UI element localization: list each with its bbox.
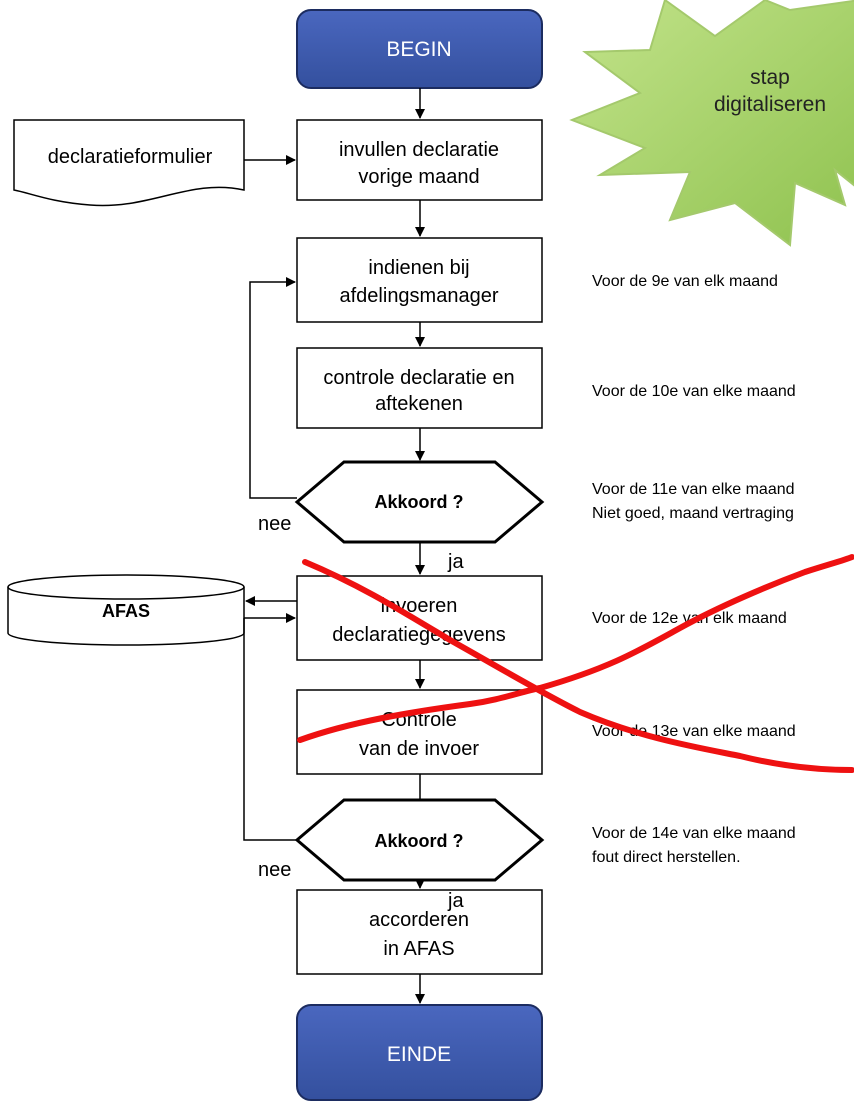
decision2-yes-label: ja — [447, 890, 464, 912]
end-label: EINDE — [387, 1043, 451, 1066]
step6-line1: accorderen — [369, 909, 469, 931]
step1-line2: vorige maand — [358, 166, 479, 188]
decision2-label: Akkoord ? — [374, 831, 463, 851]
step-check-sign: controle declaratie en aftekenen — [296, 347, 543, 429]
note-10th: Voor de 10e van elke maand — [592, 383, 796, 400]
note-fix: fout direct herstellen. — [592, 849, 741, 866]
step3-line2: aftekenen — [375, 393, 463, 415]
line-decision2-no — [243, 618, 297, 841]
step-approve-afas: accorderen in AFAS — [296, 889, 543, 975]
document-shape: declaratieformulier — [13, 119, 245, 207]
connectors — [243, 88, 425, 1004]
step-enter-data: invoeren declaratiegegevens — [296, 575, 543, 661]
step-fill-declaration: invullen declaratie vorige maand — [296, 119, 543, 201]
arrow-decision1-no — [249, 277, 297, 499]
note-12th: Voor de 12e van elk maand — [592, 610, 787, 627]
start-terminal: BEGIN — [296, 9, 543, 89]
step-submit-manager: indienen bij afdelingsmanager — [296, 237, 543, 323]
red-stroke-rising — [297, 554, 854, 743]
step2-line1: indienen bij — [368, 257, 469, 279]
end-terminal: EINDE — [296, 1004, 543, 1101]
star-label-line1: stap — [750, 66, 790, 89]
red-cross-out — [297, 554, 854, 773]
notes: Voor de 9e van elk maand Voor de 10e van… — [592, 273, 796, 866]
step5-line2: van de invoer — [359, 738, 479, 760]
database-shape: AFAS — [7, 574, 245, 646]
decision-approved-2: Akkoord ? — [294, 798, 545, 882]
decision2-no-label: nee — [258, 859, 291, 881]
step2-line2: afdelingsmanager — [340, 285, 499, 307]
step1-line1: invullen declaratie — [339, 139, 499, 161]
step3-line1: controle declaratie en — [323, 367, 514, 389]
note-11th: Voor de 11e van elke maand — [592, 481, 795, 498]
digitize-star: stap digitaliseren — [569, 0, 854, 247]
step4-line2: declaratiegegevens — [332, 624, 505, 646]
database-label: AFAS — [102, 601, 150, 621]
note-9th: Voor de 9e van elk maand — [592, 273, 778, 290]
decision-approved-1: Akkoord ? — [294, 460, 545, 544]
step6-line2: in AFAS — [383, 938, 454, 960]
decision1-label: Akkoord ? — [374, 492, 463, 512]
note-14th: Voor de 14e van elke maand — [592, 825, 796, 842]
star-label-line2: digitaliseren — [714, 93, 826, 116]
red-stroke-falling — [302, 559, 854, 773]
note-delay: Niet goed, maand vertraging — [592, 505, 794, 522]
start-label: BEGIN — [386, 38, 451, 61]
decision1-no-label: nee — [258, 513, 291, 535]
decision1-yes-label: ja — [447, 551, 464, 573]
document-label: declaratieformulier — [48, 146, 213, 168]
